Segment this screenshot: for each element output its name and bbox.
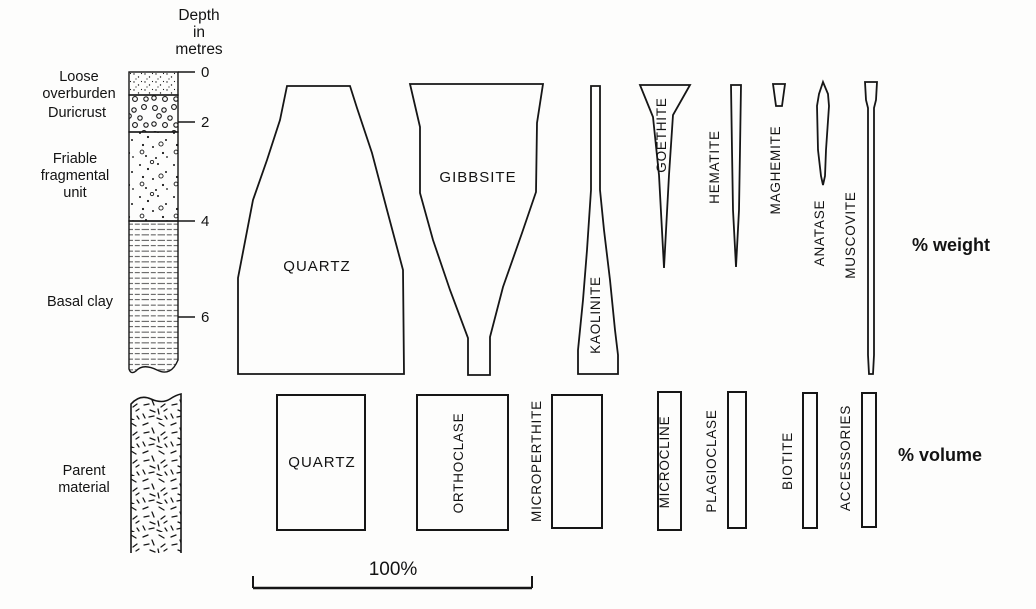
strat-label-friable-fragmental-unit: Friable	[53, 151, 97, 167]
strat-label-basal-clay: Basal clay	[47, 294, 114, 310]
mineral-weight-shape-quartz	[237, 85, 405, 375]
depth-axis-title: Depth in metres	[175, 7, 223, 58]
mineral-weight-shape-anatase	[816, 79, 830, 186]
mineral-volume-shape-microcline	[657, 391, 682, 531]
depth-title-line2: in	[193, 24, 205, 41]
strat-layer-parent-material	[131, 394, 181, 553]
mineral-weight-shape-gibbsite	[408, 83, 545, 376]
mineral-weight-label-kaolinite: KAOLINITE	[588, 276, 603, 354]
mineral-weight-shape-muscovite	[864, 81, 878, 375]
mineral-weight-label-quartz: QUARTZ	[283, 258, 350, 275]
depth-tick-label-6: 6	[201, 309, 209, 326]
strat-outline-parent-material	[130, 393, 182, 553]
mineral-weight-label-maghemite: MAGHEMITE	[768, 126, 783, 215]
depth-title-line3: metres	[175, 41, 223, 58]
mineral-volume-shape-orthoclase	[416, 394, 509, 531]
mineral-weight-shape-goethite	[638, 84, 692, 269]
mineral-weight-shape-kaolinite	[577, 85, 619, 375]
strat-label-parent-material: material	[58, 480, 110, 496]
strat-label-friable-fragmental-unit: fragmental	[41, 168, 110, 184]
strat-layer-duricrust	[128, 94, 179, 133]
mineral-volume-shape-biotite	[802, 392, 818, 529]
depth-tick-label-0: 0	[201, 64, 209, 81]
mineral-volume-shape-quartz	[276, 394, 366, 531]
mineral-weight-label-goethite: GOETHITE	[654, 97, 669, 172]
mineral-volume-label-microperthite: MICROPERTHITE	[529, 400, 544, 522]
strat-label-duricrust: Duricrust	[48, 105, 106, 121]
strat-layer-friable-fragmental-unit	[128, 131, 179, 222]
strat-label-parent-material: Parent	[63, 463, 106, 479]
depth-ticks: 0 2 4 6	[178, 64, 209, 326]
depth-tick-label-2: 2	[201, 114, 209, 131]
stratigraphic-column: LooseoverburdenDuricrustFriablefragmenta…	[41, 69, 182, 553]
depth-tick-label-4: 4	[201, 213, 209, 230]
percent-volume-label: % volume	[898, 445, 982, 465]
volume-mineral-bars: QUARTZ ORTHOCLASE MICROPERTHITE MICROCLINE P…	[276, 391, 877, 531]
mineral-volume-label-microcline: MICROCLINE	[657, 416, 672, 509]
strat-label-loose-overburden: Loose	[59, 69, 99, 85]
depth-title-line1: Depth	[178, 7, 219, 24]
mineral-weight-label-gibbsite: GIBBSITE	[439, 169, 516, 186]
mineral-volume-shape-plagioclase	[727, 391, 747, 529]
mineral-volume-label-orthoclase: ORTHOCLASE	[451, 413, 466, 514]
scale-bar	[252, 576, 533, 590]
weight-mineral-spindles: QUARTZ GIBBSITE KAOLINITE GOETHITE HEMATITE M…	[237, 79, 878, 376]
mineral-weight-label-anatase: ANATASE	[812, 200, 827, 267]
mineral-volume-label-plagioclase: PLAGIOCLASE	[704, 409, 719, 512]
scale-bar-label: 100%	[369, 559, 418, 580]
mineral-weight-label-muscovite: MUSCOVITE	[843, 191, 858, 278]
percent-weight-label: % weight	[912, 235, 990, 255]
strat-label-loose-overburden: overburden	[42, 86, 115, 102]
mineral-volume-shape-microperthite	[551, 394, 603, 529]
mineral-volume-label-accessories: ACCESSORIES	[838, 405, 853, 511]
strat-layer-basal-clay	[128, 220, 179, 374]
mineral-volume-label-quartz: QUARTZ	[288, 454, 355, 471]
mineral-weight-shape-hematite	[730, 84, 742, 268]
mineral-volume-label-biotite: BIOTITE	[780, 432, 795, 490]
mineral-weight-shape-maghemite	[771, 83, 787, 107]
mineral-weight-label-hematite: HEMATITE	[707, 130, 722, 204]
strat-layer-loose-overburden	[128, 71, 179, 96]
strat-label-friable-fragmental-unit: unit	[63, 185, 86, 201]
mineral-volume-shape-accessories	[861, 392, 877, 528]
